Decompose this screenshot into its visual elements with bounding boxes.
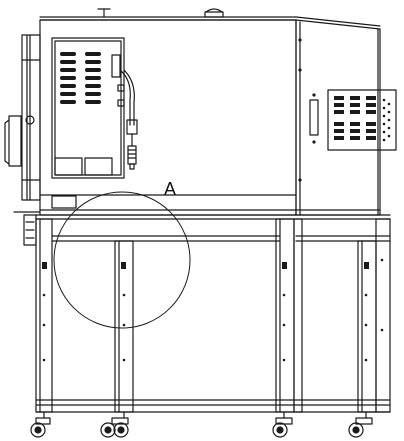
side-panel-vents (334, 96, 391, 142)
caster-center (272, 411, 293, 438)
side-panel (295, 19, 397, 216)
oven-door (4, 34, 41, 201)
cabinet-top (39, 16, 381, 30)
detail-callout-circle (53, 191, 191, 329)
cable-assembly (111, 54, 138, 170)
caster-right (348, 411, 373, 438)
top-fittings (97, 8, 224, 18)
stand-frame (35, 214, 391, 413)
name-plate (51, 195, 77, 209)
caster-front-left (30, 411, 51, 438)
control-panel-vents (60, 52, 101, 104)
control-panel (51, 37, 125, 179)
caster-inner-left (100, 411, 129, 438)
leg-bolts (42, 258, 384, 362)
detail-callout-label: A (164, 179, 176, 199)
stand-legs (35, 218, 391, 413)
